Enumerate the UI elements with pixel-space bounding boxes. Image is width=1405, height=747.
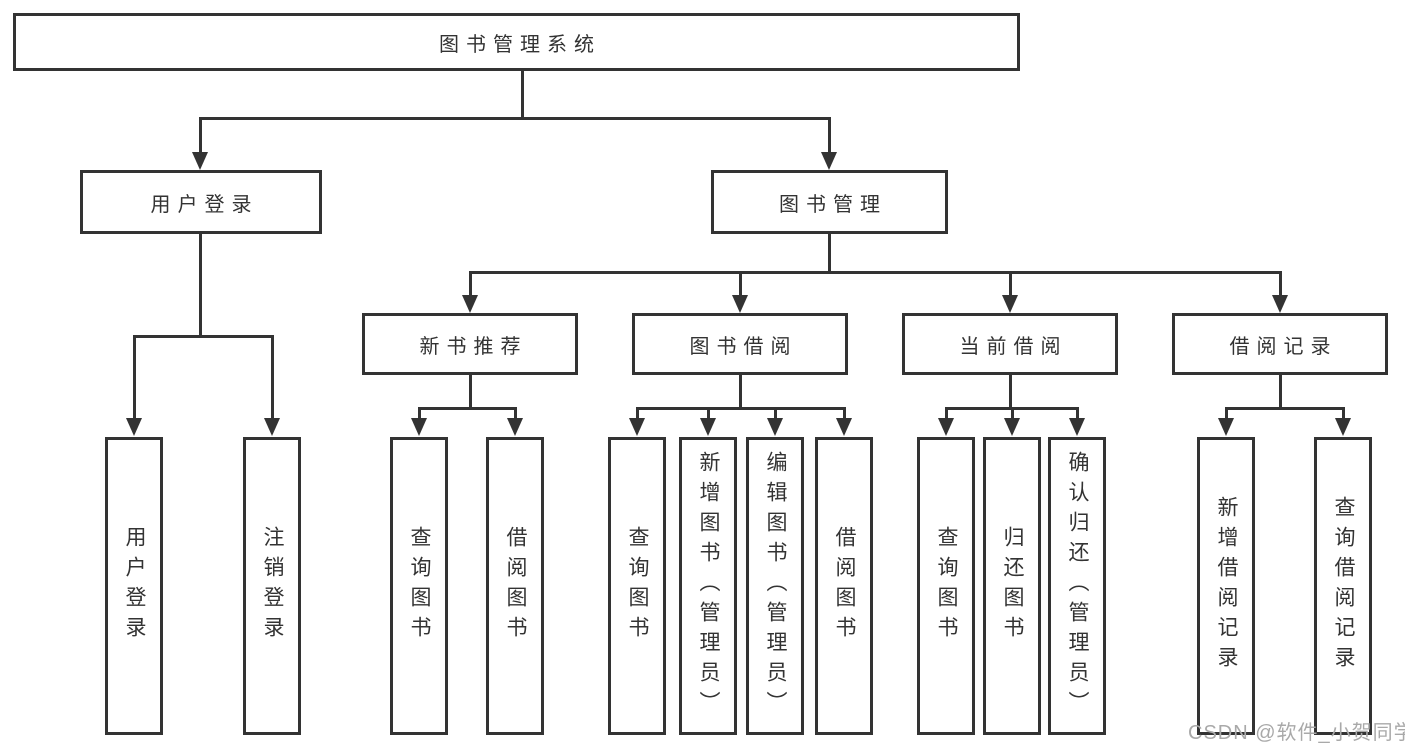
- leaf-logout-label: 注销登录: [261, 526, 284, 646]
- arrow-down-icon: [126, 418, 142, 436]
- node-library-system: 图书管理系统: [13, 13, 1020, 71]
- leaf-edit-book-admin: 编辑图书（管理员）: [746, 437, 804, 735]
- node-book-borrowing-label: 图书借阅: [689, 335, 798, 358]
- node-user-login-label: 用户登录: [150, 193, 259, 216]
- node-current-borrowing: 当前借阅: [902, 313, 1118, 375]
- edge-newbook-trunk: [469, 375, 472, 409]
- node-borrowing-records-label: 借阅记录: [1229, 335, 1338, 358]
- edge-leaf-stem: [843, 407, 846, 420]
- arrow-down-icon: [507, 418, 523, 436]
- leaf-add-book-admin: 新增图书（管理员）: [679, 437, 737, 735]
- arrow-down-icon: [1069, 418, 1085, 436]
- edge-leaf-stem: [418, 407, 421, 420]
- edge-leaf-stem: [774, 407, 777, 420]
- edge-newbook-bar: [418, 407, 517, 410]
- edge-books-stem: [469, 271, 472, 297]
- leaf-user-login-label: 用户登录: [123, 526, 146, 646]
- edge-root-stem-login: [199, 117, 202, 154]
- edge-books-trunk: [828, 234, 831, 274]
- node-book-borrowing: 图书借阅: [632, 313, 848, 375]
- arrow-down-icon: [767, 418, 783, 436]
- edge-root-bar: [199, 117, 831, 120]
- edge-books-stem: [739, 271, 742, 297]
- edge-leaf-stem: [636, 407, 639, 420]
- leaf-borrow-books-label: 借阅图书: [833, 526, 856, 646]
- arrow-down-icon: [192, 152, 208, 170]
- node-user-login: 用户登录: [80, 170, 322, 234]
- node-book-management-label: 图书管理: [779, 193, 887, 216]
- leaf-logout: 注销登录: [243, 437, 301, 735]
- leaf-add-book-admin-label: 新增图书（管理员）: [697, 451, 720, 721]
- arrow-down-icon: [462, 295, 478, 313]
- leaf-return-book: 归还图书: [983, 437, 1041, 735]
- edge-login-stem: [271, 335, 274, 420]
- edge-leaf-stem: [514, 407, 517, 420]
- arrow-down-icon: [1002, 295, 1018, 313]
- arrow-down-icon: [1272, 295, 1288, 313]
- edge-books-stem: [1279, 271, 1282, 297]
- edge-login-trunk: [199, 234, 202, 338]
- edge-records-bar: [1225, 407, 1345, 410]
- arrow-down-icon: [629, 418, 645, 436]
- arrow-down-icon: [938, 418, 954, 436]
- edge-books-bar: [469, 271, 1282, 274]
- node-book-management: 图书管理: [711, 170, 948, 234]
- leaf-query-books-label: 查询图书: [626, 526, 649, 646]
- edge-records-trunk: [1279, 375, 1282, 409]
- edge-current-trunk: [1009, 375, 1012, 409]
- edge-leaf-stem: [707, 407, 710, 420]
- arrow-down-icon: [836, 418, 852, 436]
- node-new-book-recommend-label: 新书推荐: [419, 335, 528, 358]
- leaf-return-book-label: 归还图书: [1001, 526, 1024, 646]
- leaf-edit-book-admin-label: 编辑图书（管理员）: [764, 451, 787, 721]
- leaf-confirm-return-admin-label: 确认归还（管理员）: [1066, 451, 1089, 721]
- leaf-confirm-return-admin: 确认归还（管理员）: [1048, 437, 1106, 735]
- edge-books-stem: [1009, 271, 1012, 297]
- leaf-borrow-books-label: 借阅图书: [504, 526, 527, 646]
- arrow-down-icon: [264, 418, 280, 436]
- leaf-add-borrow-record: 新增借阅记录: [1197, 437, 1255, 735]
- leaf-query-books: 查询图书: [917, 437, 975, 735]
- leaf-query-books: 查询图书: [390, 437, 448, 735]
- leaf-add-borrow-record-label: 新增借阅记录: [1215, 496, 1238, 676]
- node-borrowing-records: 借阅记录: [1172, 313, 1388, 375]
- node-new-book-recommend: 新书推荐: [362, 313, 578, 375]
- leaf-borrow-books: 借阅图书: [815, 437, 873, 735]
- arrow-down-icon: [1218, 418, 1234, 436]
- leaf-query-books-label: 查询图书: [935, 526, 958, 646]
- arrow-down-icon: [1335, 418, 1351, 436]
- edge-leaf-stem: [1225, 407, 1228, 420]
- edge-borrow-bar: [636, 407, 846, 410]
- node-library-system-label: 图书管理系统: [439, 33, 601, 56]
- edge-leaf-stem: [1342, 407, 1345, 420]
- edge-login-stem: [133, 335, 136, 420]
- edge-leaf-stem: [945, 407, 948, 420]
- arrow-down-icon: [411, 418, 427, 436]
- leaf-borrow-books: 借阅图书: [486, 437, 544, 735]
- arrow-down-icon: [821, 152, 837, 170]
- leaf-query-borrow-record-label: 查询借阅记录: [1332, 496, 1355, 676]
- leaf-query-books: 查询图书: [608, 437, 666, 735]
- edge-root-stem-books: [828, 117, 831, 154]
- csdn-watermark: CSDN @软件_小贺同学: [1188, 722, 1405, 744]
- edge-root-trunk: [521, 71, 524, 119]
- edge-login-bar: [133, 335, 274, 338]
- node-current-borrowing-label: 当前借阅: [959, 335, 1068, 358]
- edge-leaf-stem: [1076, 407, 1079, 420]
- arrow-down-icon: [732, 295, 748, 313]
- leaf-query-borrow-record: 查询借阅记录: [1314, 437, 1372, 735]
- leaf-query-books-label: 查询图书: [408, 526, 431, 646]
- edge-borrow-trunk: [739, 375, 742, 409]
- arrow-down-icon: [700, 418, 716, 436]
- leaf-user-login: 用户登录: [105, 437, 163, 735]
- edge-leaf-stem: [1011, 407, 1014, 420]
- arrow-down-icon: [1004, 418, 1020, 436]
